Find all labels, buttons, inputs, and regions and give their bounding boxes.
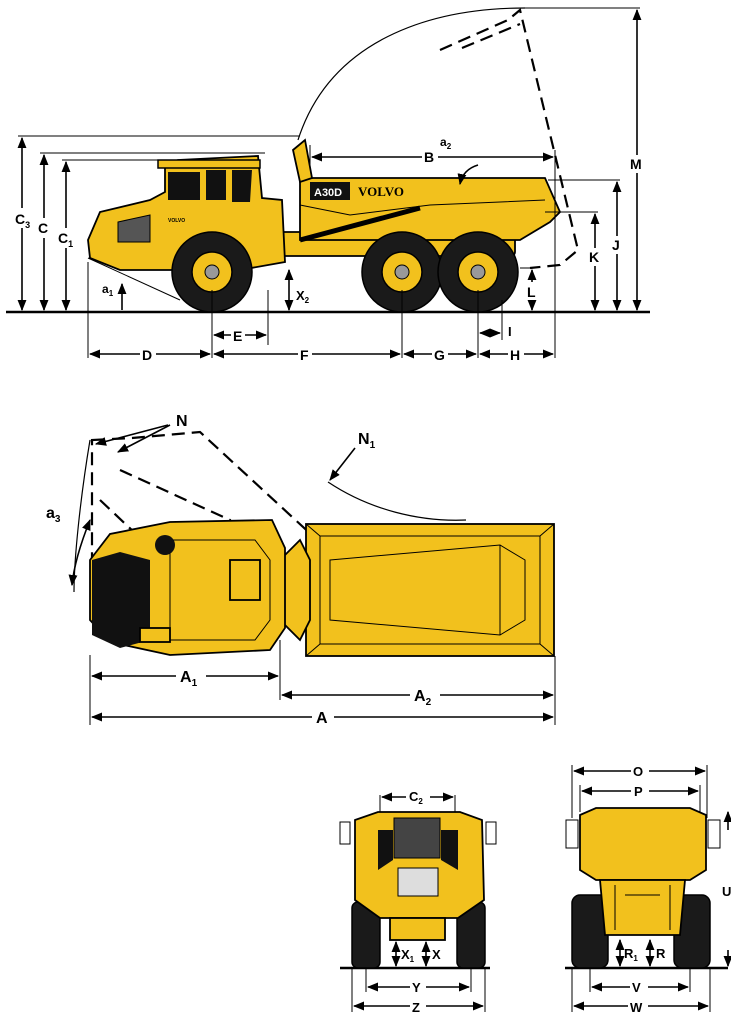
model-plate <box>310 182 350 200</box>
label-H: H <box>510 347 520 363</box>
rear-view: O P U R1 R V W <box>565 762 731 1014</box>
label-K: K <box>589 249 599 265</box>
label-A1: A1 <box>180 669 198 689</box>
label-X1: X1 <box>401 947 415 964</box>
label-U: U <box>722 884 731 899</box>
rear-wheel <box>437 231 519 313</box>
label-Y: Y <box>412 980 421 995</box>
label-M: M <box>630 156 642 172</box>
label-I: I <box>508 324 512 339</box>
label-C3: C3 <box>15 211 30 230</box>
maker-small-text: VOLVO <box>168 218 185 224</box>
label-a1: a1 <box>102 282 114 298</box>
label-R: R <box>656 946 666 961</box>
label-G: G <box>434 347 445 363</box>
label-D: D <box>142 347 152 363</box>
middle-wheel <box>361 231 443 313</box>
label-A: A <box>316 710 328 727</box>
label-X: X <box>432 947 441 962</box>
label-X2: X2 <box>296 288 310 305</box>
maker-text: VOLVO <box>358 184 404 199</box>
label-O: O <box>633 764 643 779</box>
label-N1: N1 <box>358 431 376 451</box>
model-text: A30D <box>314 187 342 199</box>
label-C: C <box>38 220 48 236</box>
label-P: P <box>634 784 643 799</box>
label-C2: C2 <box>409 789 423 806</box>
label-B: B <box>424 149 434 165</box>
label-Z: Z <box>412 1000 420 1014</box>
label-E: E <box>233 328 242 344</box>
label-W: W <box>630 1000 643 1014</box>
side-view: A30D VOLVO VOLVO <box>6 7 650 363</box>
label-L: L <box>527 284 536 300</box>
top-view: N N1 a3 A1 A2 A <box>46 413 556 728</box>
label-V: V <box>632 980 641 995</box>
label-R1: R1 <box>624 946 638 963</box>
front-view: C2 X1 X Y Z <box>339 786 497 1014</box>
label-N: N <box>176 413 188 430</box>
label-A2: A2 <box>414 688 432 708</box>
label-F: F <box>300 347 309 363</box>
label-J: J <box>612 237 620 253</box>
label-a3: a3 <box>46 505 61 525</box>
label-C1: C1 <box>58 230 73 249</box>
label-a2: a2 <box>440 135 452 151</box>
